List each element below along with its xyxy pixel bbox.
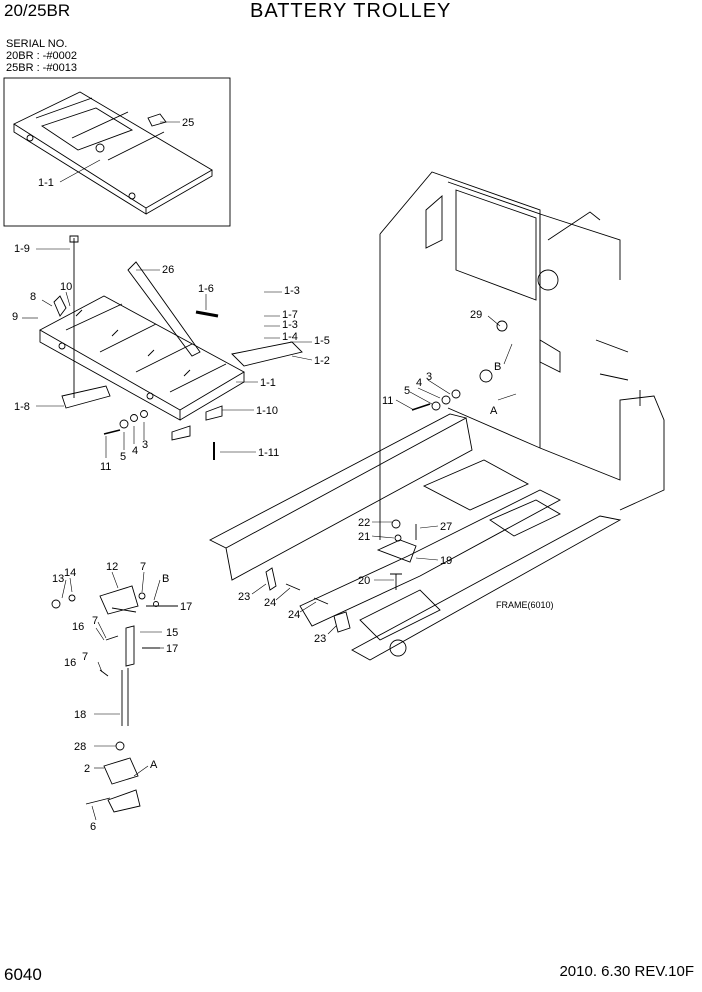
callout: 1-5 — [314, 335, 330, 347]
battery-tray — [39, 235, 303, 460]
callout: 9 — [12, 311, 18, 323]
callout: 7 — [140, 561, 146, 573]
callout: 24 — [288, 609, 300, 621]
callout: 26 — [162, 264, 174, 276]
model-code: 20/25BR — [4, 1, 71, 20]
callout: 21 — [358, 531, 370, 543]
callout: 1-4 — [282, 331, 298, 343]
inset-tray — [13, 91, 213, 215]
callout: 3 — [142, 439, 148, 451]
callout: A — [490, 405, 498, 417]
callout: 6 — [90, 821, 96, 833]
callout: 8 — [30, 291, 36, 303]
callout: 16 — [72, 621, 84, 633]
callout: 1-1 — [38, 177, 54, 189]
callout: 10 — [60, 281, 72, 293]
callout: 5 — [404, 385, 410, 397]
serial-notes: SERIAL NO. 20BR : -#0002 25BR : -#0013 — [6, 38, 77, 74]
callout: 1-7 — [282, 309, 298, 321]
callout: 28 — [74, 741, 86, 753]
callout: 11 — [100, 461, 111, 473]
callout: 3 — [426, 371, 432, 383]
callout: 16 — [64, 657, 76, 669]
leader-lines — [22, 121, 517, 821]
revision-date: 2010. 6.30 REV.10F — [559, 963, 694, 980]
callout: 19 — [440, 555, 452, 567]
callout: B — [494, 361, 501, 373]
callout: 17 — [180, 601, 192, 613]
callout: 23 — [314, 633, 326, 645]
callout: 23 — [238, 591, 250, 603]
callout: 5 — [120, 451, 126, 463]
callout: 1-8 — [14, 401, 30, 413]
callout: 1-6 — [198, 283, 214, 295]
inset-frame — [3, 77, 231, 227]
forklift-frame — [209, 171, 665, 661]
page-title: BATTERY TROLLEY — [250, 0, 452, 22]
callout: 2 — [84, 763, 90, 775]
callout-labels: 25 1-1 1-9 26 10 8 9 1-6 1-3 1-7 1-3 1-4… — [12, 117, 554, 833]
callout: 7 — [92, 615, 98, 627]
callout: 27 — [440, 521, 452, 533]
serial-line-20br: 20BR : -#0002 — [6, 50, 77, 62]
callout: 22 — [358, 517, 370, 529]
callout: 20 — [358, 575, 370, 587]
callout: 1-9 — [14, 243, 30, 255]
callout: 1-3 — [284, 285, 300, 297]
bracket-1-8 — [61, 385, 111, 409]
callout: 4 — [132, 445, 138, 457]
callout: 1-11 — [258, 447, 279, 459]
callout: 17 — [166, 643, 178, 655]
callout: A — [150, 759, 158, 771]
callout: 15 — [166, 627, 178, 639]
pin-26 — [127, 261, 201, 357]
callout: 12 — [106, 561, 118, 573]
callout: 1-2 — [314, 355, 330, 367]
plate-1-2 — [231, 341, 303, 367]
callout: 7 — [82, 651, 88, 663]
callout: 13 — [52, 573, 64, 585]
serial-heading: SERIAL NO. — [6, 38, 68, 50]
callout: 18 — [74, 709, 86, 721]
callout: 29 — [470, 309, 482, 321]
spring-1-6 — [195, 310, 219, 318]
bolt-1-9 — [69, 235, 79, 258]
serial-line-25br: 25BR : -#0013 — [6, 62, 77, 74]
callout: 4 — [416, 377, 422, 389]
callout: 1-1 — [260, 377, 276, 389]
frame-reference-label: FRAME(6010) — [496, 600, 554, 610]
callout: 11 — [382, 395, 393, 407]
frame-small-parts — [265, 320, 508, 633]
callout: 25 — [182, 117, 194, 129]
lock-linkage-assembly — [51, 585, 178, 813]
callout: 24 — [264, 597, 276, 609]
page-number: 6040 — [4, 965, 42, 984]
callout: 1-3 — [282, 319, 298, 331]
callout: 1-10 — [256, 405, 278, 417]
callout: B — [162, 573, 169, 585]
callout: 14 — [64, 567, 76, 579]
